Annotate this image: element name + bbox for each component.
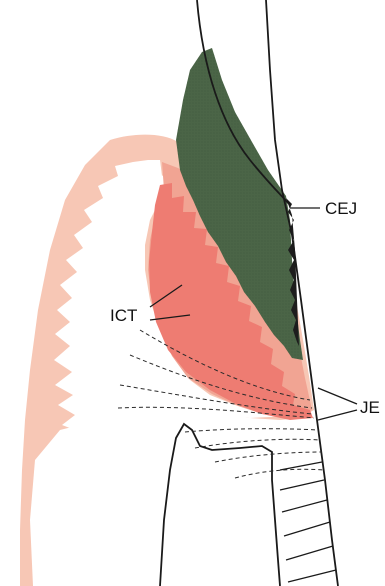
je-pointer-2 bbox=[318, 410, 357, 420]
pdl-fibers bbox=[280, 462, 336, 582]
ict-label: ICT bbox=[110, 306, 137, 325]
je-pointer-1 bbox=[318, 388, 357, 404]
cej-label: CEJ bbox=[325, 199, 357, 218]
alveolar-bone bbox=[160, 424, 280, 586]
je-label: JE bbox=[360, 398, 380, 417]
